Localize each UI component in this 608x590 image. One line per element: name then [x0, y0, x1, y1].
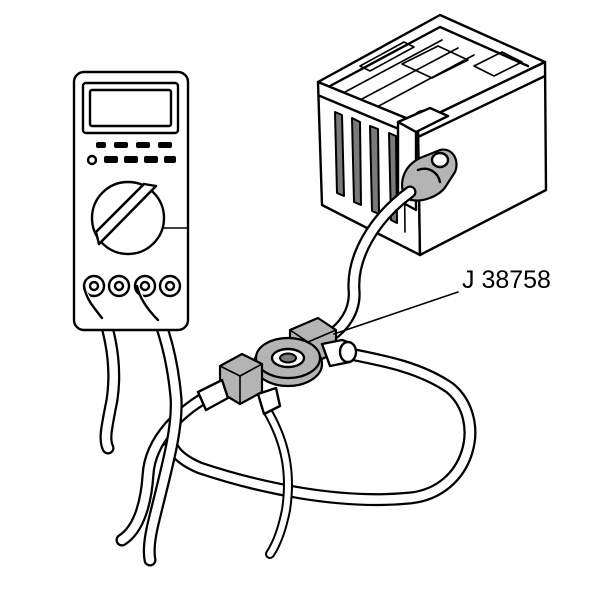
cables	[115, 185, 477, 559]
callout-leader-line	[333, 291, 459, 335]
multimeter-jacks	[82, 274, 182, 298]
multimeter	[72, 70, 190, 332]
multimeter-display	[81, 81, 180, 135]
multimeter-rotary-dial	[90, 180, 189, 256]
battery-terminal-clamp	[401, 148, 458, 202]
inductive-pickup-clamp	[196, 316, 358, 416]
multimeter-buttons	[86, 142, 176, 166]
tool-label-j38758: J 38758	[462, 266, 551, 294]
battery	[316, 13, 548, 257]
tool-callout: J 38758	[333, 266, 551, 335]
